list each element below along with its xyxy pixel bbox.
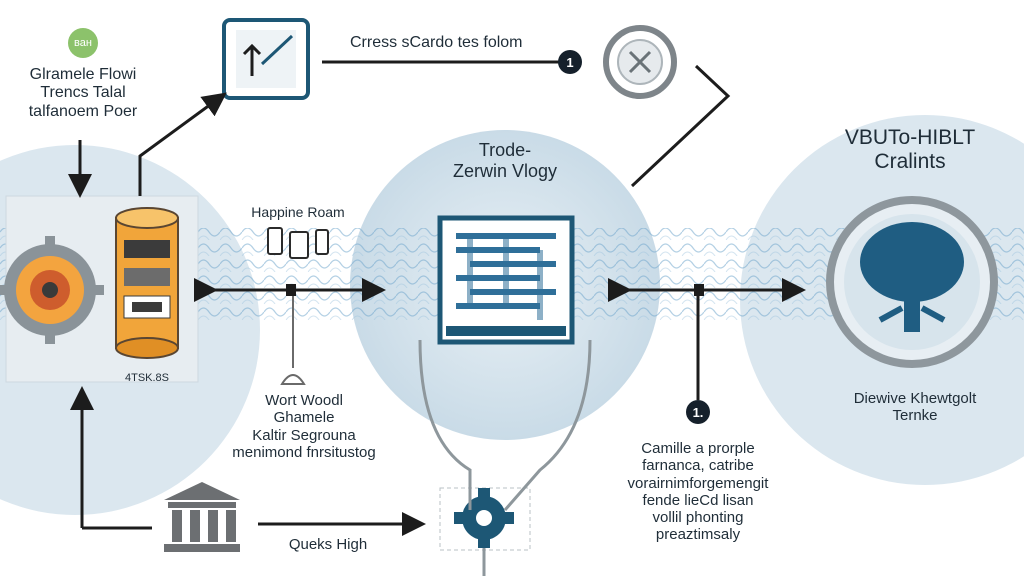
cylinder-caption: 4TSK.8S xyxy=(124,372,170,384)
storage-cylinder-icon xyxy=(115,207,179,359)
center-title: Trode- Zerwin Vlogy xyxy=(420,140,590,181)
close-circle-icon xyxy=(603,25,677,99)
tablet-icon xyxy=(222,18,310,100)
top-center-caption: Crress sCardo tes folom xyxy=(350,34,523,51)
top-center-badge: 1 xyxy=(558,50,582,74)
gear-machine-icon xyxy=(0,236,104,344)
bottom-right-line-6: preaztimsaly xyxy=(655,526,741,544)
bottom-right-line-1: Camille a prorple xyxy=(641,440,755,457)
mid-left-line-3: Kaltir Segrouna xyxy=(252,426,356,444)
cable-lines xyxy=(418,339,592,576)
mid-left-line-2: Ghamele xyxy=(273,409,335,427)
bottom-right-line-2: farnanca, catribe xyxy=(642,457,754,475)
top-left-line-2: Trencs Talal xyxy=(40,84,126,102)
tree-icon xyxy=(826,196,998,368)
right-caption-line-1: Diewive Khewtgolt xyxy=(853,390,977,407)
phone-caption: Happine Roam xyxy=(251,204,345,220)
flow-arrows xyxy=(68,60,806,536)
top-left-label: Glramele Flowi Trencs Talal talfanoem Po… xyxy=(8,66,158,121)
bottom-right-line-4: fende lieCd lisan xyxy=(642,491,754,509)
bottom-right-line-5: vollil phonting xyxy=(652,509,744,526)
top-left-tag: ван xyxy=(68,28,98,58)
right-title: VBUTo-HIBLT Cralints xyxy=(830,126,990,174)
bottom-right-line-3: vorairnimforgemengit xyxy=(627,474,769,492)
lamp-icon xyxy=(280,296,306,385)
right-caption-line-2: Ternke xyxy=(892,407,938,425)
mid-left-label: Wort Woodl Ghamele Kaltir Segrouna menim… xyxy=(204,392,404,461)
top-left-line-3: talfanoem Poer xyxy=(28,102,138,120)
right-title-line-2: Cralints xyxy=(874,150,946,174)
mid-left-line-1: Wort Woodl xyxy=(265,392,343,409)
maze-chip-icon xyxy=(437,215,575,345)
right-title-line-1: VBUTo-HIBLT xyxy=(844,126,976,149)
mid-left-line-4: menimond fnrsitustog xyxy=(232,443,376,461)
building-icon xyxy=(164,482,240,552)
top-left-line-1: Glramele Flowi xyxy=(29,66,137,83)
gear-puzzle-icon xyxy=(439,487,531,551)
center-title-line-1: Trode- xyxy=(478,140,532,160)
right-caption: Diewive Khewtgolt Ternke xyxy=(830,390,1000,425)
center-title-line-2: Zerwin Vlogy xyxy=(452,160,558,181)
bottom-right-label: Camille a prorple farnanca, catribe vora… xyxy=(598,440,798,544)
bottom-caption: Queks High xyxy=(288,536,368,553)
phones-icon xyxy=(267,227,329,259)
right-badge: 1. xyxy=(686,400,710,424)
